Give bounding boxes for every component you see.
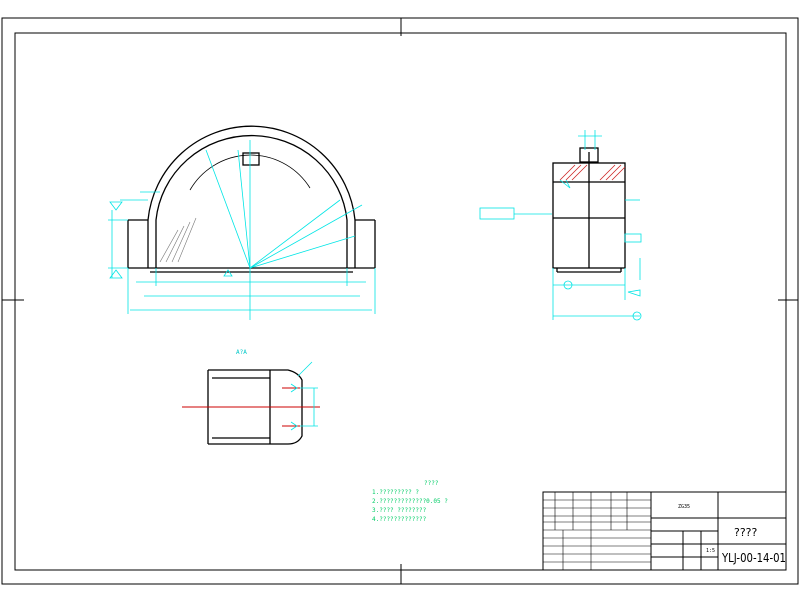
scale-label: 1:5: [706, 548, 715, 554]
material-label: ZG35: [678, 504, 690, 510]
side-view-hatch: [559, 164, 626, 181]
front-view: [127, 125, 376, 273]
title-block: [542, 491, 787, 571]
part-name: ????: [734, 526, 758, 539]
technical-notes: ???? 1.????????? ? 2.?????????????0.05 ?…: [372, 480, 448, 523]
note-3: 3.???? ????????: [372, 507, 427, 514]
note-1: 1.????????? ?: [372, 489, 419, 496]
side-view-dimensions: [479, 130, 642, 321]
front-view-hatch: [159, 217, 197, 263]
note-4: 4.?????????????: [372, 516, 427, 523]
drawing-number: YLJ-00-14-01: [721, 551, 786, 565]
section-dimensions: [290, 361, 318, 431]
note-2: 2.?????????????0.05 ?: [372, 498, 448, 505]
section-centerlines: [182, 387, 320, 427]
drawing-frame: [1, 17, 799, 585]
section-label: A?A: [236, 349, 247, 356]
front-view-dimensions: [108, 140, 376, 320]
title-block-grid: [543, 492, 651, 570]
side-view: [552, 147, 626, 273]
notes-title: ????: [424, 480, 439, 487]
